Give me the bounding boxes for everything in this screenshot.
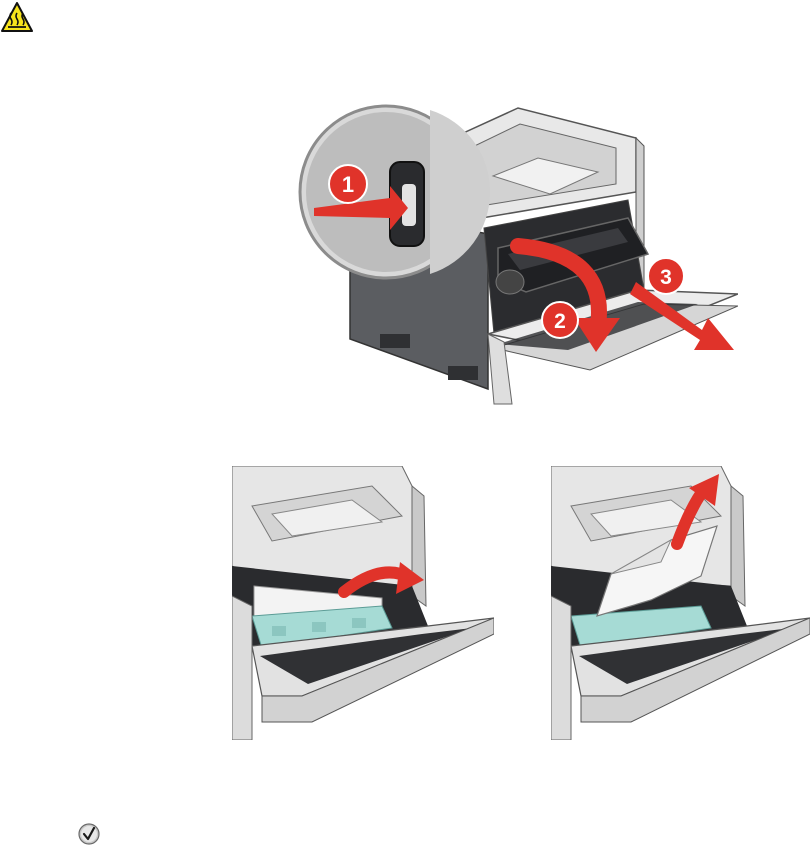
- jam-access-flap-illustration: [232, 466, 494, 740]
- step-1-label: 1: [342, 172, 354, 197]
- step-3-label: 3: [660, 266, 672, 289]
- checkmark-note-icon: [78, 823, 100, 845]
- printer-open-door-illustration: 1 2 3: [298, 104, 738, 406]
- remove-jammed-paper-illustration: [551, 466, 810, 740]
- hot-surface-warning-icon: [1, 1, 33, 33]
- step-2-label: 2: [554, 310, 566, 333]
